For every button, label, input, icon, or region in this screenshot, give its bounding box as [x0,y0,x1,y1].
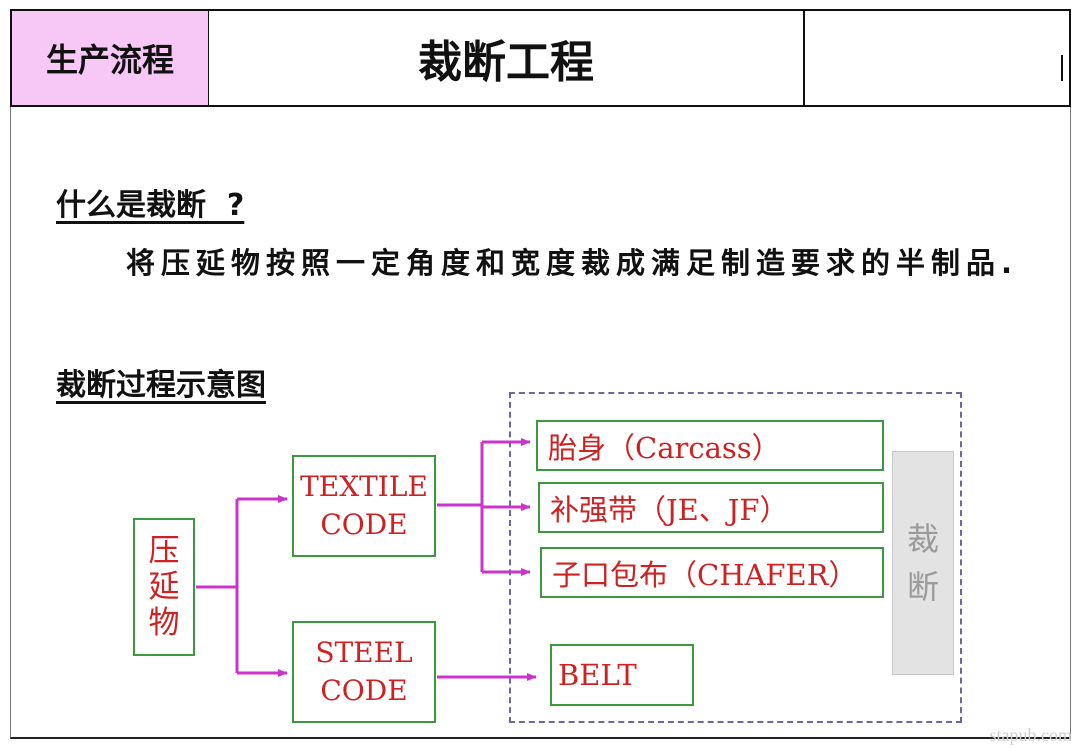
cutting-process-bar: 裁 断 [892,451,954,675]
header-bar: 生产流程 裁断工程 [10,9,1071,107]
slide-frame [10,107,1071,739]
je-jf-label: 补强带（JE、JF） [550,492,789,527]
diagram-heading: 裁断过程示意图 [56,368,266,403]
header-edge-mark [1061,55,1069,81]
cutting-group-frame [509,392,962,723]
carcass-box: 胎身（Carcass） [536,420,884,471]
textile-code-box: TEXTILE CODE [292,455,436,557]
source-line: 压 [148,533,180,569]
source-line: 物 [148,605,180,641]
chafer-label: 子口包布（CHAFER） [552,557,858,592]
chafer-box: 子口包布（CHAFER） [540,547,884,598]
calendered-material-box: 压 延 物 [133,518,195,656]
page-title: 裁断工程 [209,11,805,105]
header-right-cell [805,11,1069,105]
question-heading: 什么是裁断 ? [56,188,245,223]
watermark: stapub.com [989,725,1073,745]
steel-line: CODE [320,674,408,707]
carcass-label: 胎身（Carcass） [548,430,781,465]
belt-box: BELT [550,644,694,706]
section-label: 生产流程 [12,11,209,105]
je-jf-box: 补强带（JE、JF） [538,482,884,533]
process-line: 裁 [906,520,939,558]
textile-line: TEXTILE [300,470,428,503]
textile-line: CODE [320,508,408,541]
belt-label: BELT [558,658,637,692]
question-answer: 将压延物按照一定角度和宽度裁成满足制造要求的半制品. [126,246,1019,280]
steel-line: STEEL [315,636,413,669]
source-line: 延 [148,569,180,605]
steel-code-box: STEEL CODE [292,621,436,723]
process-line: 断 [906,568,939,606]
